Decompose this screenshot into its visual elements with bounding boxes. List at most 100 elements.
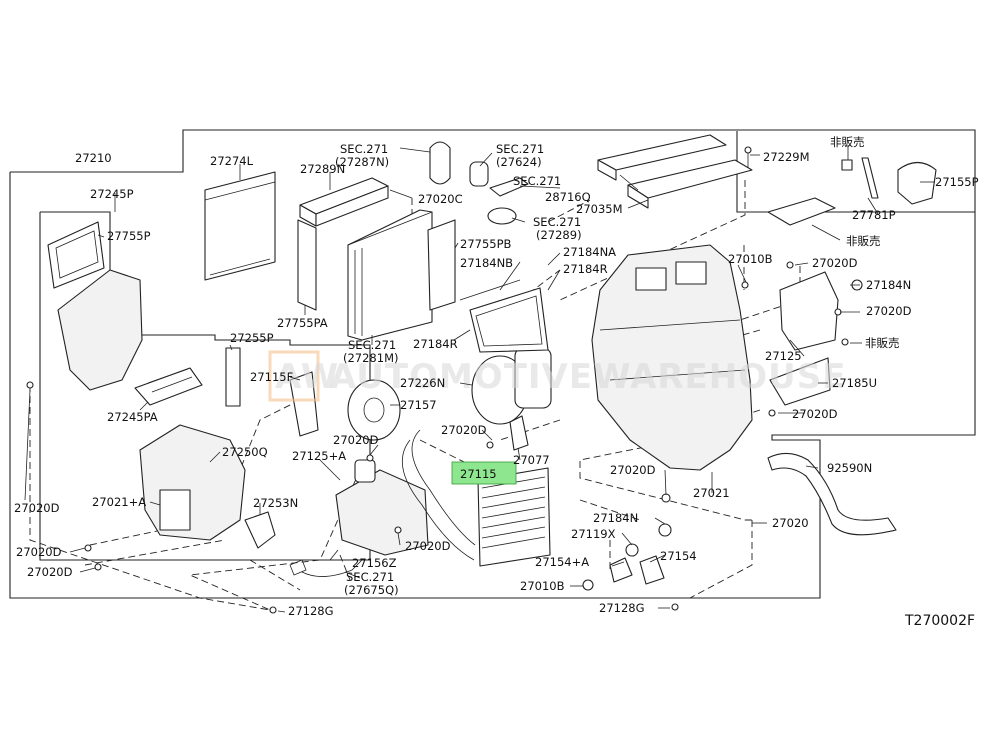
label-27020d-bl2[interactable]: 27020D	[27, 565, 73, 579]
sensor-27077	[509, 415, 529, 451]
label-27229m[interactable]: 27229M	[763, 150, 810, 164]
label-27115f[interactable]: 27115F	[250, 370, 293, 384]
label-sec271-a[interactable]: SEC.271	[340, 142, 388, 156]
label-27020d-c3[interactable]: 27020D	[610, 463, 656, 477]
diagram-code: T270002F	[904, 613, 975, 629]
label-sec271-f[interactable]: SEC.271	[346, 570, 394, 584]
cabin-filter-27274l	[204, 171, 276, 281]
label-27020d-r3[interactable]: 27020D	[792, 407, 838, 421]
label-27184r-b[interactable]: 27184R	[413, 337, 458, 351]
label-27020d-r1[interactable]: 27020D	[812, 256, 858, 270]
foam-seal-27289n	[299, 177, 389, 227]
intake-duct	[57, 269, 143, 391]
filter-frames	[459, 279, 549, 353]
hvac-main-case-27021	[591, 244, 753, 471]
label-27245pa[interactable]: 27245PA	[107, 410, 158, 424]
blower-motor-27226n	[471, 347, 552, 425]
label-not-for-sale-2[interactable]: 非販売	[846, 234, 881, 248]
label-27281m[interactable]: (27281M)	[343, 351, 398, 365]
label-27115[interactable]: 27115	[460, 467, 497, 481]
label-27154a[interactable]: 27154+A	[535, 555, 589, 569]
watermark-text: AUTOMOTIVEWAREHOUSE	[330, 357, 846, 397]
foam-pad-27755pb	[427, 219, 456, 311]
label-27128g-b[interactable]: 27128G	[599, 601, 645, 615]
label-27020c[interactable]: 27020C	[418, 192, 463, 206]
label-27184nb[interactable]: 27184NB	[460, 256, 513, 270]
label-sec271-e[interactable]: SEC.271	[348, 338, 396, 352]
label-27020d-r2[interactable]: 27020D	[866, 304, 912, 318]
label-27755pa[interactable]: 27755PA	[277, 316, 328, 330]
label-27755pb[interactable]: 27755PB	[460, 237, 512, 251]
label-27253n[interactable]: 27253N	[253, 496, 298, 510]
label-27157[interactable]: 27157	[400, 398, 437, 412]
label-27125[interactable]: 27125	[765, 349, 802, 363]
vent-ducts-top	[597, 134, 753, 209]
label-27155p[interactable]: 27155P	[935, 175, 979, 189]
label-27289[interactable]: (27289)	[536, 228, 582, 242]
harness-27675q	[289, 559, 363, 577]
actuator-link-parts	[744, 146, 937, 226]
label-27020d-left[interactable]: 27020D	[14, 501, 60, 515]
label-27020d-c1[interactable]: 27020D	[333, 433, 379, 447]
label-sec271-b[interactable]: SEC.271	[496, 142, 544, 156]
outer-frame	[9, 129, 976, 599]
label-27125a[interactable]: 27125+A	[292, 449, 346, 463]
label-27185u[interactable]: 27185U	[832, 376, 877, 390]
blower-fan-27157	[347, 379, 401, 441]
label-27020d-c4[interactable]: 27020D	[405, 539, 451, 553]
foam-pad-27755pa	[297, 219, 317, 311]
label-27287n[interactable]: (27287N)	[335, 155, 389, 169]
leader-lines	[24, 145, 935, 613]
label-27781p[interactable]: 27781P	[852, 208, 896, 222]
label-27154[interactable]: 27154	[660, 549, 697, 563]
label-27077[interactable]: 27077	[513, 453, 550, 467]
label-27250q[interactable]: 27250Q	[222, 445, 268, 459]
label-not-for-sale-3[interactable]: 非販売	[865, 336, 900, 350]
label-27010b-a[interactable]: 27010B	[728, 252, 773, 266]
label-27021a[interactable]: 27021+A	[92, 495, 146, 509]
label-27289n[interactable]: 27289N	[300, 162, 345, 176]
label-27274l[interactable]: 27274L	[210, 154, 254, 168]
inlet-seal-27755p	[47, 221, 105, 289]
label-27020d-c2[interactable]: 27020D	[441, 423, 487, 437]
label-not-for-sale-1[interactable]: 非販売	[830, 135, 865, 149]
seal-27255p	[225, 347, 241, 407]
label-27010b-b[interactable]: 27010B	[520, 579, 565, 593]
label-27755p[interactable]: 27755P	[107, 229, 151, 243]
heater-core-27115	[402, 429, 551, 567]
label-27128g-a[interactable]: 27128G	[288, 604, 334, 618]
label-27020-r[interactable]: 27020	[772, 516, 809, 530]
label-27624[interactable]: (27624)	[496, 155, 542, 169]
seal-27115f	[289, 371, 319, 437]
label-sec271-d[interactable]: SEC.271	[533, 215, 581, 229]
label-27020d-bl1[interactable]: 27020D	[16, 545, 62, 559]
side-cover-27125	[769, 271, 839, 406]
label-27035m[interactable]: 27035M	[576, 202, 623, 216]
hose-92590n	[767, 452, 897, 536]
resistor-27253n	[244, 511, 276, 549]
label-27675q[interactable]: (27675Q)	[344, 583, 399, 597]
label-27184n-a[interactable]: 27184N	[866, 278, 911, 292]
intake-door-housing	[335, 459, 429, 556]
label-27119x[interactable]: 27119X	[571, 527, 616, 541]
intake-grille-27245pa	[134, 367, 203, 406]
part-labels: 27210 27245P 27274L 27289N SEC.271 (2728…	[14, 135, 979, 618]
label-28716q[interactable]: 28716Q	[545, 190, 591, 204]
label-27184n-b[interactable]: 27184N	[593, 511, 638, 525]
label-92590n[interactable]: 92590N	[827, 461, 872, 475]
highlight-box	[451, 461, 517, 485]
label-27255p[interactable]: 27255P	[230, 331, 274, 345]
label-27226n[interactable]: 27226N	[400, 376, 445, 390]
evaporator-core	[347, 209, 433, 341]
label-27156z[interactable]: 27156Z	[352, 556, 397, 570]
label-27021[interactable]: 27021	[693, 486, 730, 500]
watermark: AW AUTOMOTIVEWAREHOUSE	[268, 350, 846, 402]
top-right-sub-frame	[736, 131, 975, 213]
label-27210[interactable]: 27210	[75, 151, 112, 165]
label-27184r-a[interactable]: 27184R	[563, 262, 608, 276]
watermark-logo: AW	[275, 357, 339, 397]
label-sec271-c[interactable]: SEC.271	[513, 174, 561, 188]
label-27245p[interactable]: 27245P	[90, 187, 134, 201]
label-27184na[interactable]: 27184NA	[563, 245, 616, 259]
